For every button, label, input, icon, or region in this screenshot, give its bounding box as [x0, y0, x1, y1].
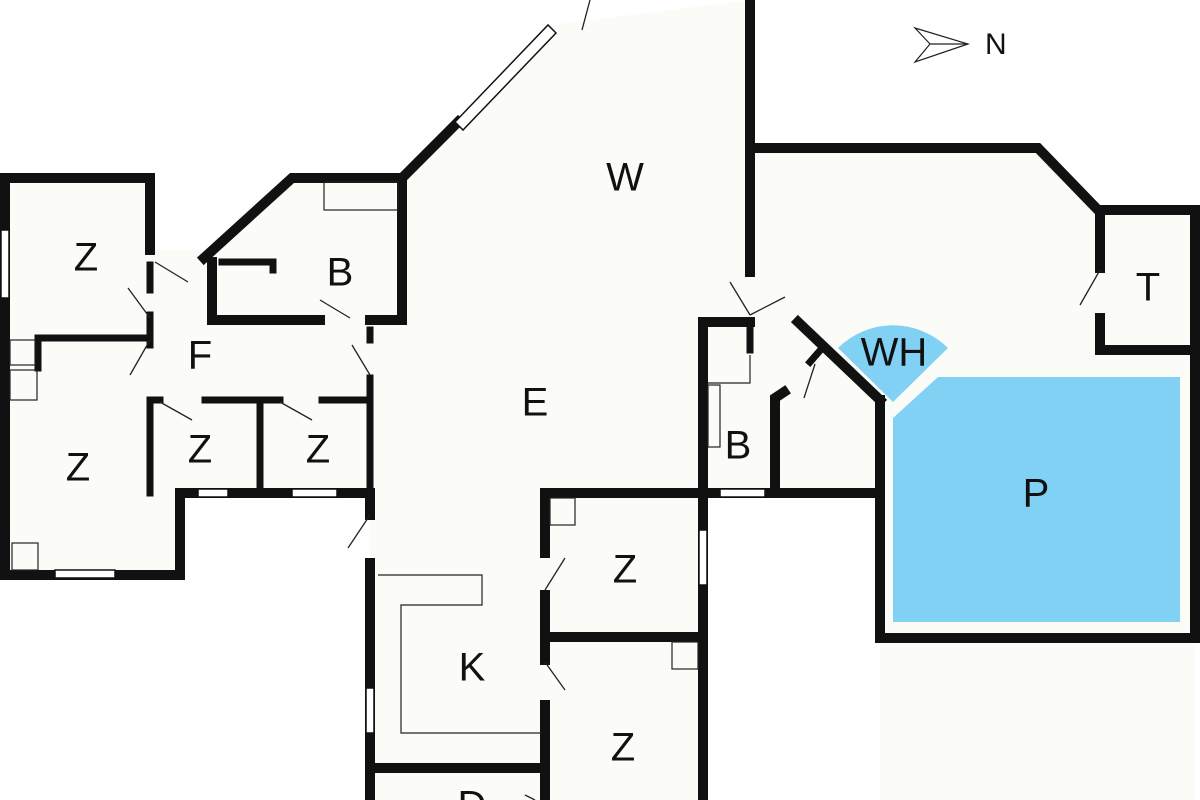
room-label-k: K [459, 646, 486, 690]
room-label-t: T [1136, 266, 1160, 310]
whirlpool [838, 325, 948, 402]
window-z3 [197, 488, 229, 498]
room-label-b1: B [327, 251, 354, 295]
room-label-b2: B [725, 424, 752, 468]
fixtures [9, 181, 751, 734]
room-labels: W E B F Z Z Z Z B Z K Z D T WH P [66, 156, 1160, 800]
pool-area [893, 377, 1180, 622]
doors [127, 0, 1101, 800]
window-diagonal [453, 23, 558, 132]
north-arrow: N [913, 26, 1007, 64]
room-label-z6: Z [611, 726, 635, 770]
room-label-d: D [458, 784, 487, 800]
window-bottom-left [54, 569, 116, 579]
room-label-z5: Z [613, 548, 637, 592]
north-arrow-icon [913, 26, 970, 64]
room-label-z2: Z [66, 446, 90, 490]
room-label-e: E [522, 381, 549, 425]
window-z5 [698, 529, 708, 586]
room-label-z3: Z [188, 428, 212, 472]
room-label-wh: WH [861, 331, 928, 375]
window-b-right [719, 488, 766, 498]
room-label-w: W [606, 156, 644, 200]
room-label-f: F [188, 334, 212, 378]
window-left [0, 229, 10, 299]
room-label-p: P [1023, 472, 1050, 516]
window-z4 [291, 488, 338, 498]
windows [0, 23, 766, 734]
window-k [365, 687, 375, 734]
room-label-z4: Z [306, 428, 330, 472]
room-label-z1: Z [74, 236, 98, 280]
north-label: N [985, 28, 1007, 61]
